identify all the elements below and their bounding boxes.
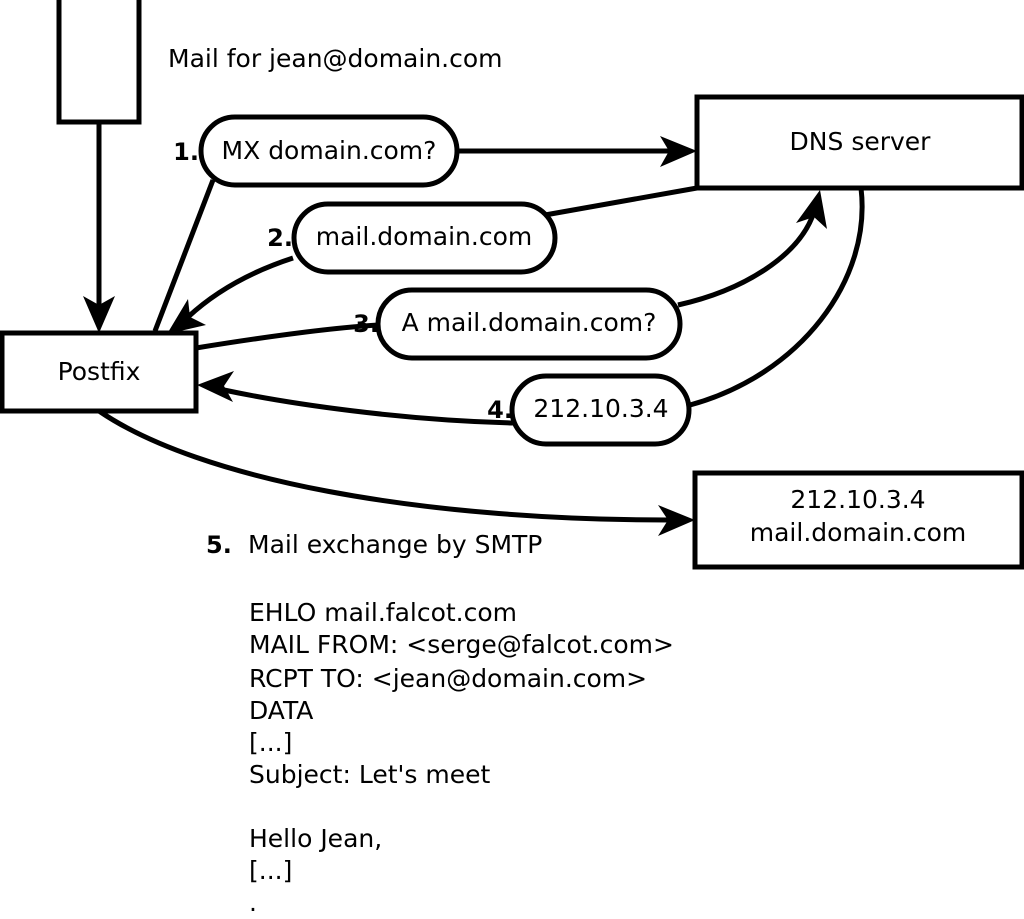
transcript-line: RCPT TO: <jean@domain.com> <box>249 664 647 693</box>
node-mail-client <box>56 0 142 125</box>
edge-postfix-to-step3 <box>195 322 379 351</box>
step-3-group: 3. A mail.domain.com? <box>353 287 683 361</box>
transcript-line: EHLO mail.falcot.com <box>249 598 517 627</box>
edge-client-to-postfix <box>83 122 115 333</box>
edge-step2-to-postfix <box>167 255 294 334</box>
postfix-label: Postfix <box>58 357 141 386</box>
transcript-line: Hello Jean, <box>249 824 382 853</box>
step-3-number: 3. <box>353 310 379 338</box>
step-1-label: MX domain.com? <box>222 136 437 165</box>
transcript-line: MAIL FROM: <serge@falcot.com> <box>249 630 674 659</box>
node-remote-mail-server: 212.10.3.4 mail.domain.com <box>692 470 1024 570</box>
edge-postfix-to-remote-server <box>97 408 695 536</box>
transcript-line: [...] <box>249 728 292 757</box>
edge-postfix-to-step1 <box>152 179 216 332</box>
step-5-label: Mail exchange by SMTP <box>248 530 542 559</box>
edge-step4-to-postfix <box>197 371 514 426</box>
step-4-label: 212.10.3.4 <box>533 394 668 423</box>
edge-dns-to-step4 <box>689 187 865 408</box>
step-4-number: 4. <box>487 396 513 424</box>
edge-step1-to-dns <box>457 136 697 167</box>
step-4-bubble <box>509 373 692 447</box>
step-3-bubble <box>375 287 683 361</box>
step-4-group: 4. 212.10.3.4 <box>487 373 692 447</box>
step-2-group: 2. mail.domain.com <box>267 201 558 275</box>
node-dns-server: DNS server <box>694 94 1024 191</box>
remote-server-hostname: mail.domain.com <box>750 518 966 547</box>
mail-for-caption: Mail for jean@domain.com <box>168 44 503 73</box>
step-2-bubble <box>291 201 558 275</box>
step-1-group: 1. MX domain.com? <box>173 114 460 188</box>
step-5-number: 5. <box>206 531 232 559</box>
transcript-line: [...] <box>249 856 292 885</box>
edge-step3-to-dns <box>677 190 827 308</box>
step-1-number: 1. <box>173 138 199 166</box>
remote-server-ip: 212.10.3.4 <box>790 485 925 514</box>
step-2-label: mail.domain.com <box>316 222 532 251</box>
transcript-line: Subject: Let's meet <box>249 760 490 789</box>
step-1-bubble <box>198 114 460 188</box>
transcript-line: DATA <box>249 696 313 725</box>
node-postfix: Postfix <box>0 330 199 414</box>
step-2-number: 2. <box>267 224 293 252</box>
dns-server-label: DNS server <box>790 127 932 156</box>
edge-dns-to-step2 <box>544 185 698 218</box>
transcript-line: . <box>249 888 257 917</box>
step-3-label: A mail.domain.com? <box>402 308 657 337</box>
